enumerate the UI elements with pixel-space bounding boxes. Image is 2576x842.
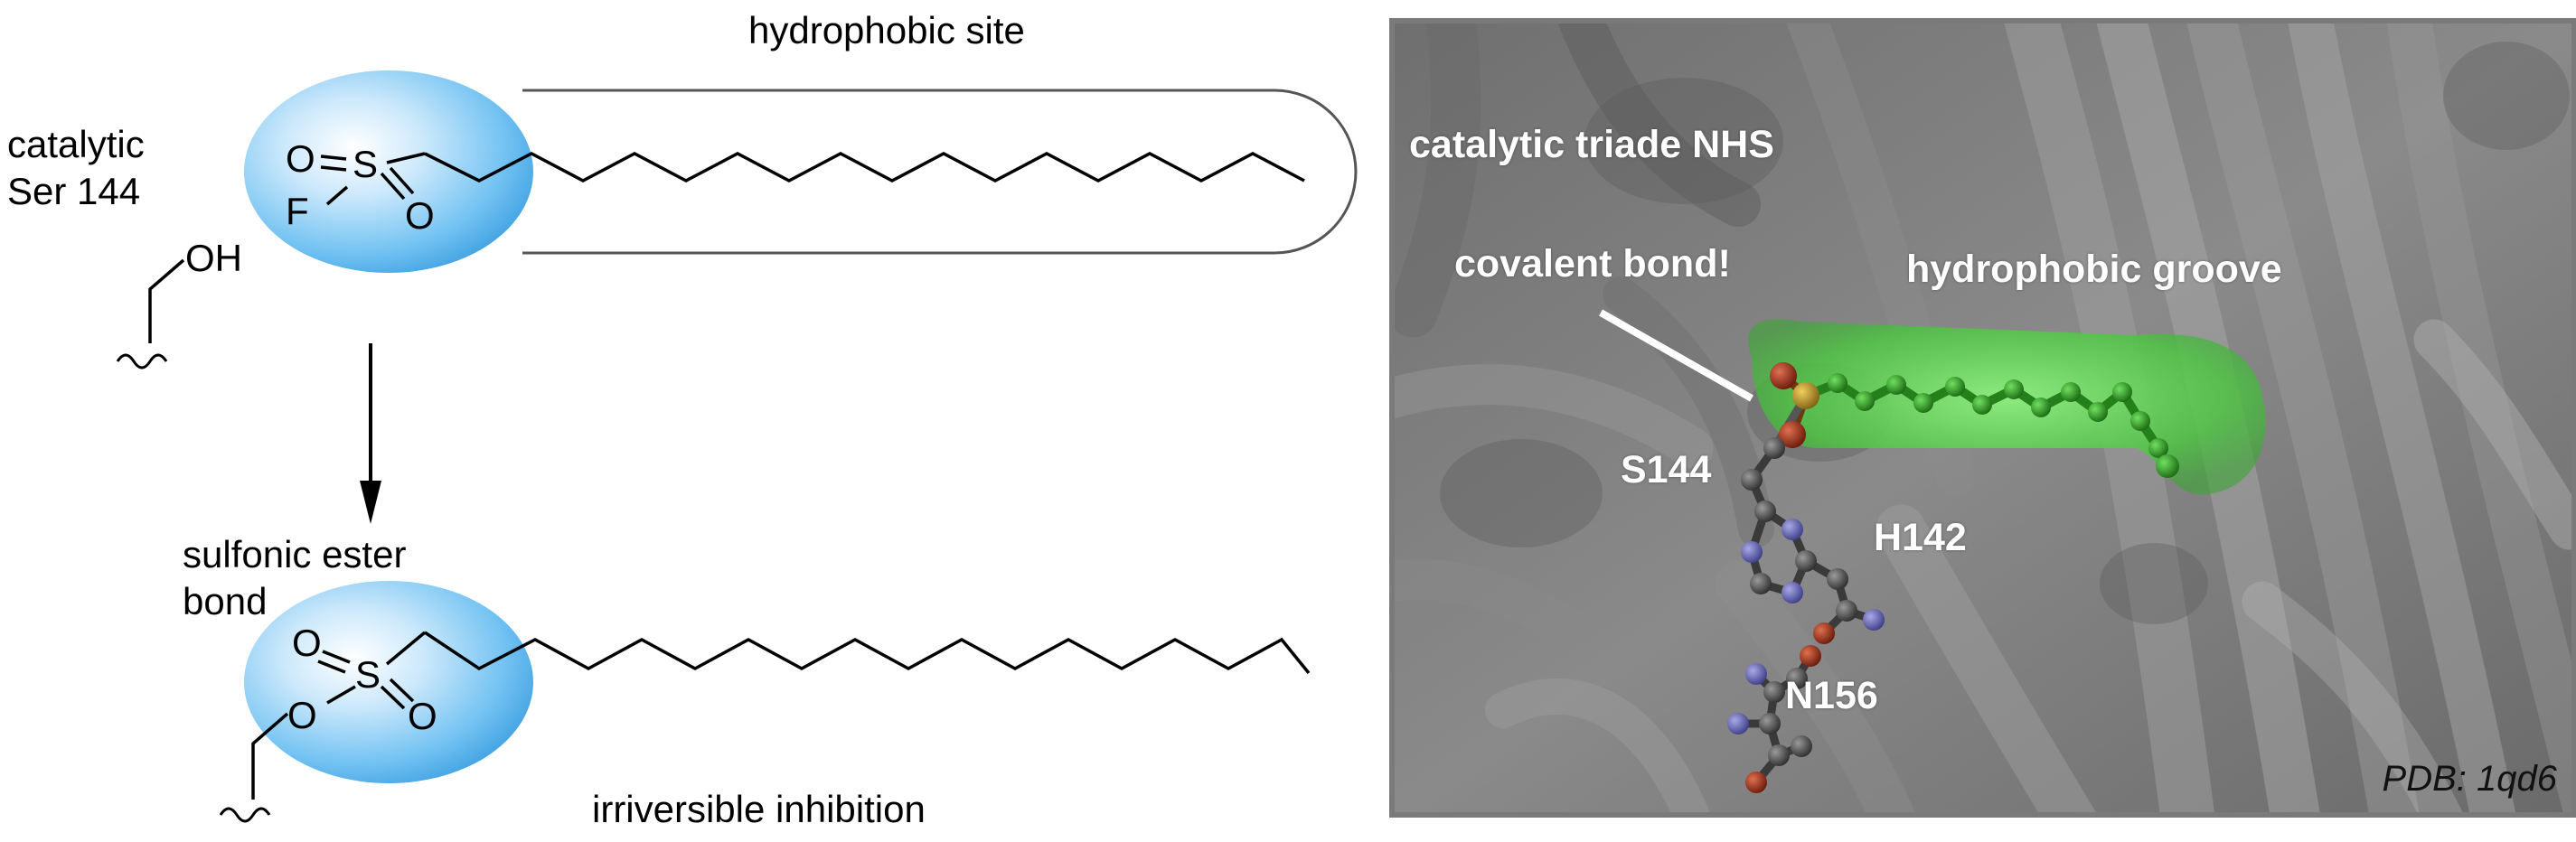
hydrophobic-site-label: hydrophobic site <box>748 9 1025 51</box>
hydrophobic-site-outline <box>522 89 1358 255</box>
atom-o-lower-left: O <box>292 622 322 664</box>
covalent-bond-pointer <box>1599 309 1753 402</box>
enzyme-blob-bottom <box>244 581 533 783</box>
enzyme-blob-top <box>244 70 533 273</box>
catalytic-label-line2: Ser 144 <box>7 170 141 212</box>
atom-s-upper: S <box>353 143 379 185</box>
protein-render <box>1395 23 2571 812</box>
hydroxyl-label: OH <box>185 237 242 279</box>
irreversible-inhibition-caption: irriversible inhibition <box>592 788 926 830</box>
covalent-bond-label: covalent bond! <box>1454 242 1731 285</box>
protein-backbone-wavy-bottom <box>219 807 271 823</box>
atom-o-ester: O <box>287 694 317 736</box>
residue-s144-label: S144 <box>1621 448 1712 491</box>
sulfonic-label-line1: sulfonic ester <box>183 533 407 575</box>
reaction-arrow-head <box>360 481 381 524</box>
pdb-id-label: PDB: 1qd6 <box>2382 759 2557 799</box>
residue-n156-label: N156 <box>1785 674 1878 717</box>
protein-structure-panel: catalytic triade NHS covalent bond! hydr… <box>1389 18 2576 818</box>
atom-f: F <box>286 190 309 232</box>
reaction-scheme <box>116 70 1358 823</box>
atom-o-lower-right: O <box>408 695 437 737</box>
hexadecyl-chain-bottom <box>424 631 1311 675</box>
protein-backbone-wavy-top <box>116 353 168 370</box>
atom-s-lower: S <box>355 653 381 696</box>
sulfonic-ester-bonds <box>251 631 427 800</box>
hydrophobic-groove-label: hydrophobic groove <box>1906 248 2282 291</box>
ligand-chain-atoms <box>1828 373 2179 478</box>
catalytic-residue-atoms <box>1727 437 1885 793</box>
catalytic-triad-label: catalytic triade NHS <box>1409 123 1774 166</box>
catalytic-label-line1: catalytic <box>7 123 145 165</box>
sulfonic-label-line2: bond <box>183 580 268 622</box>
serine-sidechain-top <box>148 258 185 343</box>
hydrophobic-groove-surface <box>1748 319 2266 495</box>
sulfonyl-fluoride-bonds <box>320 152 426 206</box>
atom-o-upper-right: O <box>405 194 435 237</box>
residue-h142-label: H142 <box>1874 516 1967 559</box>
hexadecyl-chain-top <box>424 152 1305 182</box>
atom-o-upper-left: O <box>286 137 315 180</box>
